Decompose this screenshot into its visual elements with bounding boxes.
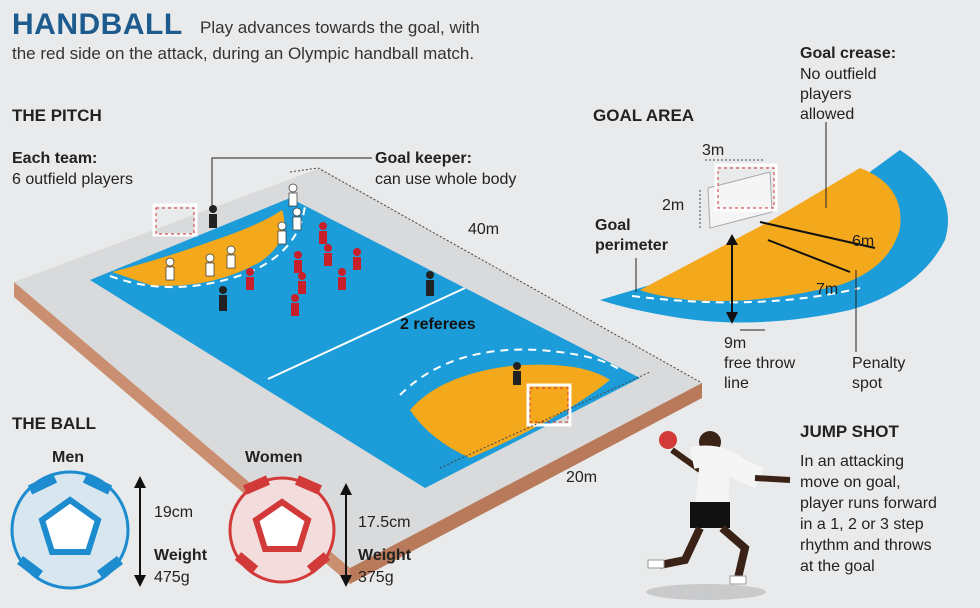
men-ball-graphic: [10, 470, 130, 590]
players: [165, 183, 521, 385]
goal-area-graphic: [600, 122, 948, 352]
jump-shot-line-5: rhythm and throws: [800, 537, 932, 554]
goal-keeper-text: can use whole body: [375, 171, 517, 188]
pitch-side-right: [350, 383, 702, 584]
pitch-graphic: [14, 157, 703, 584]
goal-crease-line-2: players: [800, 86, 852, 103]
goal-frame: [714, 163, 778, 212]
jump-shot-heading: JUMP SHOT: [800, 422, 899, 441]
penalty-spot-line-2: spot: [852, 375, 883, 392]
women-ball-label: Women: [245, 449, 303, 466]
width-dimension-line: [439, 371, 651, 469]
attacking-team-players: [246, 222, 361, 316]
nine-m-label: 9m: [724, 335, 747, 352]
goal-perimeter-line-2: perimeter: [595, 237, 668, 254]
goal-area-heading: GOAL AREA: [593, 106, 695, 125]
pitch-width-label: 20m: [566, 469, 598, 486]
jump-shot-player: [646, 431, 791, 600]
goal-crease-area: [640, 168, 901, 301]
goal-width-label: 3m: [702, 142, 725, 159]
goal-right: [526, 383, 572, 427]
men-weight-label: Weight: [154, 547, 208, 564]
women-ball-graphic: [228, 475, 336, 584]
each-team-text: 6 outfield players: [12, 171, 133, 188]
six-m-arrow: [759, 221, 876, 249]
women-weight-label: Weight: [358, 547, 412, 564]
six-m-label: 6m: [852, 233, 875, 250]
length-dimension-line: [289, 167, 703, 384]
ball-heading: THE BALL: [12, 414, 97, 433]
subtitle-line-1: Play advances towards the goal, with: [200, 18, 480, 37]
goal-area-left: [112, 210, 285, 286]
subtitle-line-2: the red side on the attack, during an Ol…: [12, 44, 475, 63]
referees-label: 2 referees: [400, 316, 476, 333]
goal-perimeter-line-1: Goal: [595, 217, 631, 234]
goal-keeper-title: Goal keeper:: [375, 150, 472, 167]
goal-height-label: 2m: [662, 197, 685, 214]
seven-m-arrow: [767, 239, 851, 273]
free-throw-line-1: free throw: [724, 355, 796, 372]
pitch-length-label: 40m: [468, 221, 500, 238]
pitch-heading: THE PITCH: [12, 106, 102, 125]
free-throw-line-2: line: [724, 375, 749, 392]
goal-keeper-leader: [211, 157, 372, 205]
men-ball-weight: 475g: [154, 569, 190, 586]
men-ball-size: 19cm: [154, 504, 194, 521]
free-throw-line-right: [399, 348, 621, 396]
penalty-spot-line-1: Penalty: [852, 355, 906, 372]
free-throw-arc: [631, 287, 861, 304]
halfway-line: [267, 287, 466, 380]
defending-team-players: [165, 183, 302, 281]
ball-size-arrows: [134, 476, 352, 587]
jump-shot-line-4: in a 1, 2 or 3 step: [800, 516, 924, 533]
goal-crease-title: Goal crease:: [800, 45, 897, 62]
seven-m-label: 7m: [816, 281, 839, 298]
goalkeepers-and-referees: [209, 205, 521, 385]
goal-crease-line-1: No outfield: [800, 66, 877, 83]
jump-shot-line-1: In an attacking: [800, 453, 905, 470]
each-team-title: Each team:: [12, 150, 98, 167]
jump-shot-line-2: move on goal,: [800, 474, 901, 491]
jump-shot-line-6: at the goal: [800, 558, 875, 575]
goal-net: [707, 171, 773, 229]
goal-left: [152, 203, 198, 237]
men-ball-label: Men: [52, 449, 84, 466]
jump-shot-line-3: player runs forward: [800, 495, 937, 512]
women-ball-weight: 375g: [358, 569, 394, 586]
women-ball-size: 17.5cm: [358, 514, 411, 531]
goal-crease-line-3: allowed: [800, 106, 855, 123]
page-title: HANDBALL: [12, 8, 183, 41]
handball-ball: [659, 431, 677, 449]
